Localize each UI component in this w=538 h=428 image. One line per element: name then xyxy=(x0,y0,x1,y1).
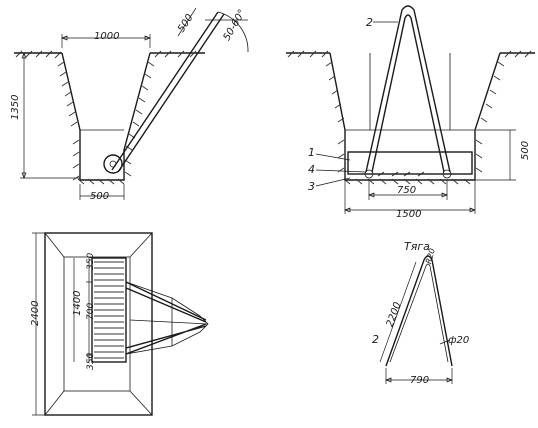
label-span-750: 750 xyxy=(397,185,416,196)
label-bottom-width: 500 xyxy=(90,191,109,202)
label-plan-1400: 1400 xyxy=(72,291,83,316)
label-plan-350-b: 350 xyxy=(86,353,96,370)
callout-4: 4 xyxy=(308,163,315,176)
tyaga-phi20: ф20 xyxy=(448,335,469,346)
label-angle: 50-60° xyxy=(222,8,249,43)
tyaga-detail xyxy=(379,255,453,384)
label-height-500: 500 xyxy=(520,141,531,160)
section-view-two-leg-rod xyxy=(286,5,535,214)
label-total-1500: 1500 xyxy=(396,209,421,220)
label-rod-length: 500 xyxy=(176,12,196,34)
section-view-inclined-rod xyxy=(14,7,249,200)
label-plan-350-a: 350 xyxy=(86,253,96,270)
tyaga-callout-2: 2 xyxy=(372,333,379,346)
label-plan-length: 2400 xyxy=(30,301,41,326)
tyaga-title: Тяга xyxy=(404,240,430,253)
callout-2-top: 2 xyxy=(366,16,373,29)
label-top-width: 1000 xyxy=(94,31,119,42)
plan-view xyxy=(32,232,209,416)
tyaga-r20: R20 xyxy=(424,247,437,265)
label-plan-700: 700 xyxy=(86,303,96,320)
section-view-labels: 1000 500 50-60° 1350 500 xyxy=(10,8,248,202)
plan-view-labels: 2400 1400 350 700 350 xyxy=(30,253,96,370)
callout-3: 3 xyxy=(308,180,315,193)
section-view-2-labels: 2 1 4 3 500 750 1500 xyxy=(308,16,531,220)
callout-1: 1 xyxy=(308,146,315,159)
label-depth: 1350 xyxy=(10,95,21,120)
tyaga-790: 790 xyxy=(410,375,429,386)
